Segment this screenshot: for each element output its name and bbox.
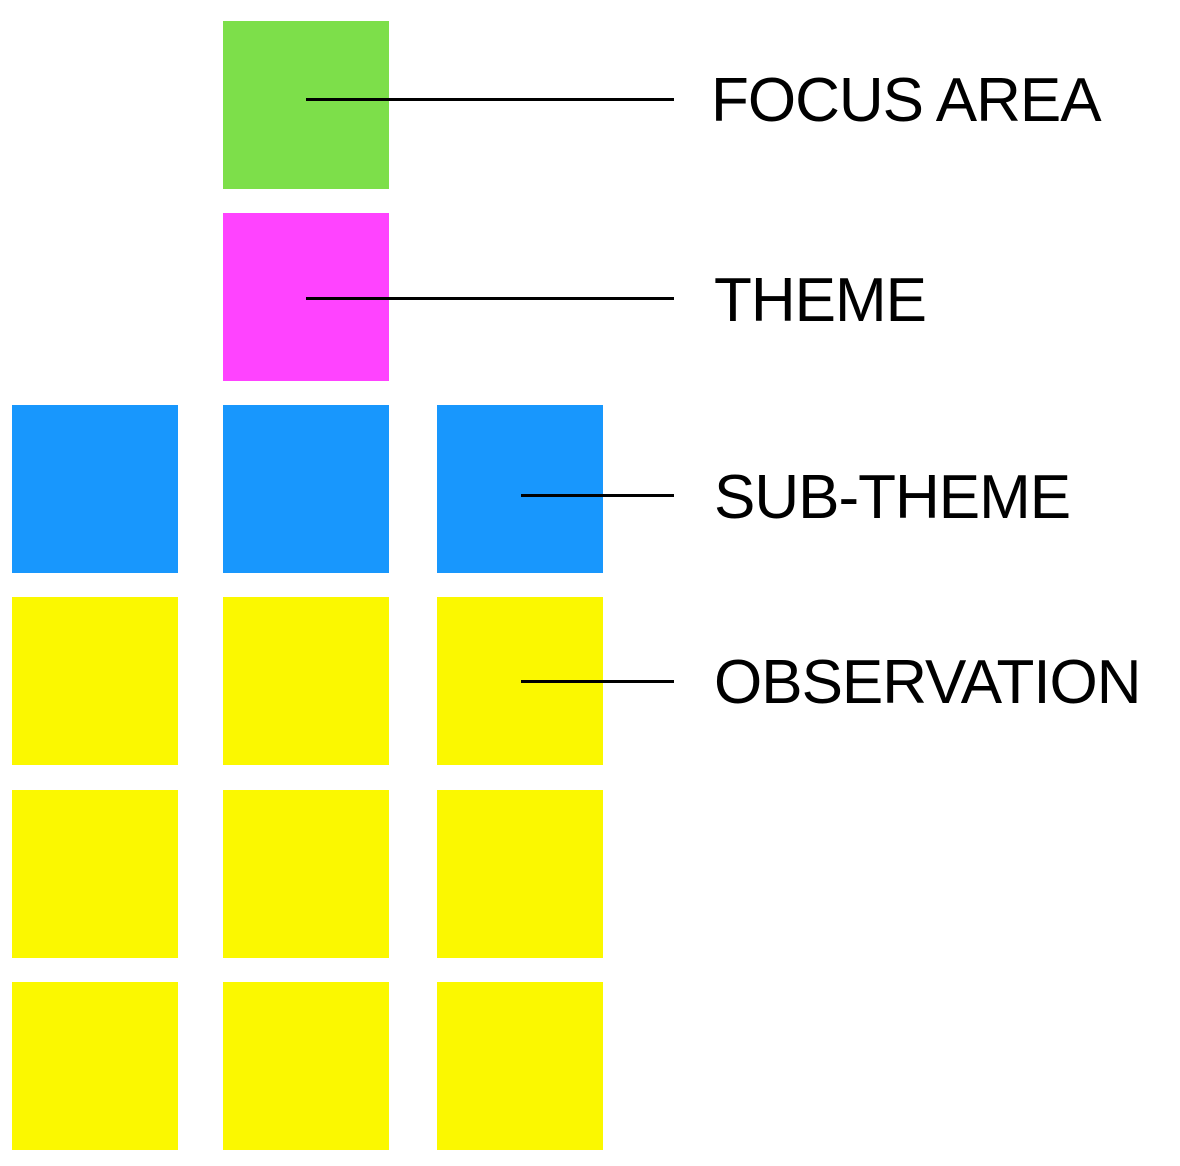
observation-note — [12, 597, 178, 765]
observation-note — [12, 790, 178, 958]
observation-label: OBSERVATION — [714, 648, 1142, 717]
sub-theme-label: SUB-THEME — [714, 463, 1071, 532]
observation-note — [223, 597, 389, 765]
sub-theme-note — [12, 405, 178, 573]
sub-theme-note — [437, 405, 603, 573]
observation-note — [12, 982, 178, 1150]
sub-theme-note — [223, 405, 389, 573]
focus-area-leader-line — [306, 98, 674, 101]
theme-leader-line — [306, 297, 674, 300]
theme-label: THEME — [714, 266, 927, 335]
observation-leader-line — [521, 680, 674, 683]
observation-note — [437, 982, 603, 1150]
focus-area-note — [223, 21, 389, 189]
sub-theme-leader-line — [521, 494, 674, 497]
observation-note — [437, 790, 603, 958]
observation-note — [223, 982, 389, 1150]
focus-area-label: FOCUS AREA — [711, 66, 1102, 135]
observation-note — [223, 790, 389, 958]
